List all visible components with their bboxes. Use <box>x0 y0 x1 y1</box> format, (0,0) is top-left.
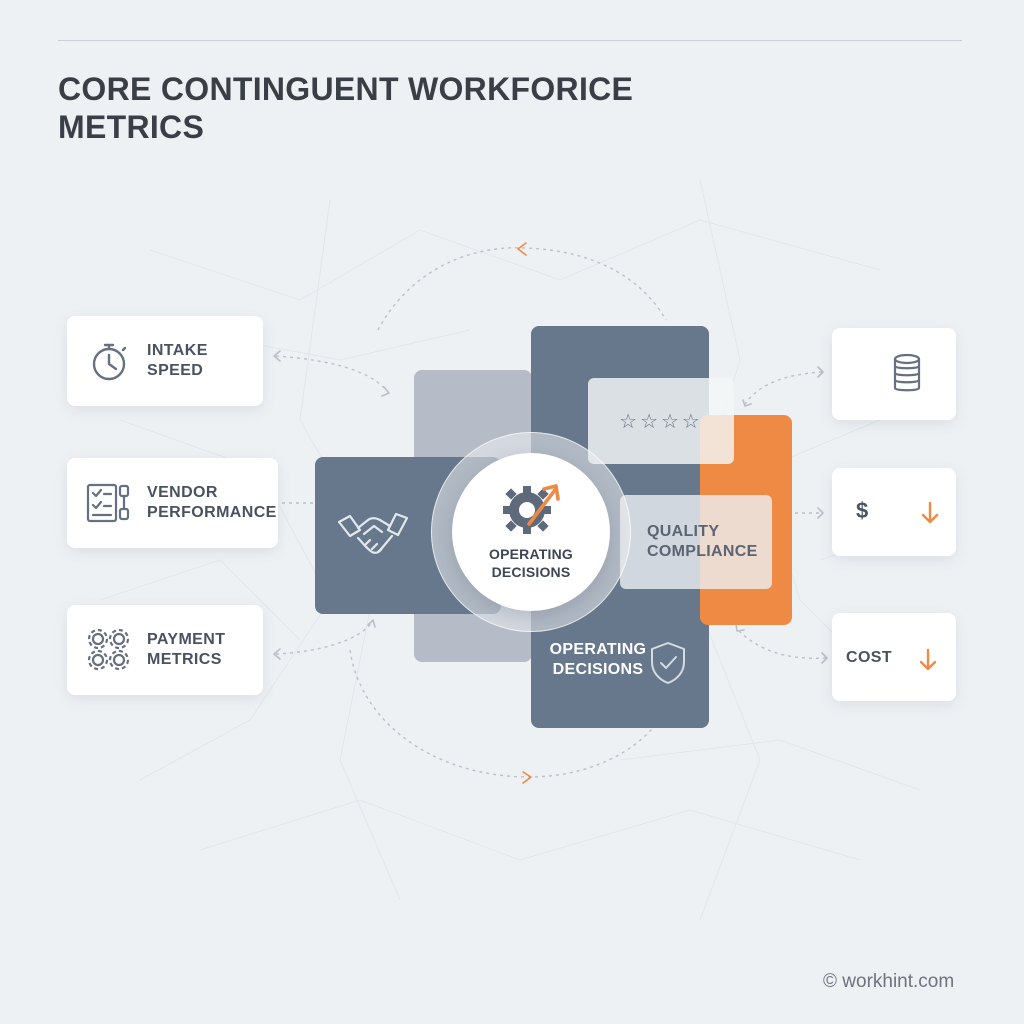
down-arrow-icon <box>921 501 939 524</box>
connector-coins <box>744 371 823 405</box>
metric-card-cost[interactable]: COST <box>832 613 956 701</box>
top-divider <box>58 40 962 41</box>
connector-payment <box>275 621 373 655</box>
payment-metrics-label: PAYMENT METRICS <box>147 631 226 668</box>
intake-speed-label: INTAKE SPEED <box>147 342 208 379</box>
stopwatch-icon <box>85 337 133 385</box>
cost-label: COST <box>846 649 893 666</box>
metric-card-dollar[interactable]: $ <box>832 468 956 556</box>
metric-card-payment-metrics[interactable]: PAYMENT METRICS <box>67 605 263 695</box>
gear-growth-icon <box>503 484 560 534</box>
orbit-top-arc <box>377 247 667 331</box>
metric-card-coins[interactable] <box>832 328 956 420</box>
dollar-icon: $ <box>856 498 869 523</box>
copyright-footer: © workhint.com <box>823 971 955 992</box>
checklist-icon <box>85 479 133 527</box>
coins-icon <box>893 353 921 392</box>
connector-intake <box>275 355 389 393</box>
quality-compliance-label: QUALITY COMPLIANCE <box>647 523 758 560</box>
metric-card-intake-speed[interactable]: INTAKE SPEED <box>67 316 263 406</box>
rating-stars: ☆☆☆☆ <box>588 378 734 464</box>
orbit-bottom-arrow-icon <box>522 771 532 784</box>
orbit-top-arrow-icon <box>517 242 527 256</box>
title-line-1: CORE CONTINGUENT WORKFORICE <box>58 71 634 107</box>
gears-icon <box>85 626 133 674</box>
orbit-bottom-arc <box>349 649 663 778</box>
shield-check-icon <box>651 642 685 684</box>
hub-label: OPERATING DECISIONS <box>489 546 573 580</box>
metric-card-vendor-performance[interactable]: VENDOR PERFORMANCE <box>67 458 278 548</box>
page-title: CORE CONTINGUENT WORKFORICE METRICS <box>58 70 658 146</box>
connector-cost <box>737 629 827 659</box>
panel-quality-compliance: QUALITY COMPLIANCE <box>620 495 772 589</box>
operating-decisions-label: OPERATING DECISIONS <box>549 641 647 678</box>
title-line-2: METRICS <box>58 109 205 145</box>
vendor-performance-label: VENDOR PERFORMANCE <box>147 484 277 521</box>
down-arrow-icon <box>919 648 937 671</box>
handshake-icon <box>337 512 409 554</box>
